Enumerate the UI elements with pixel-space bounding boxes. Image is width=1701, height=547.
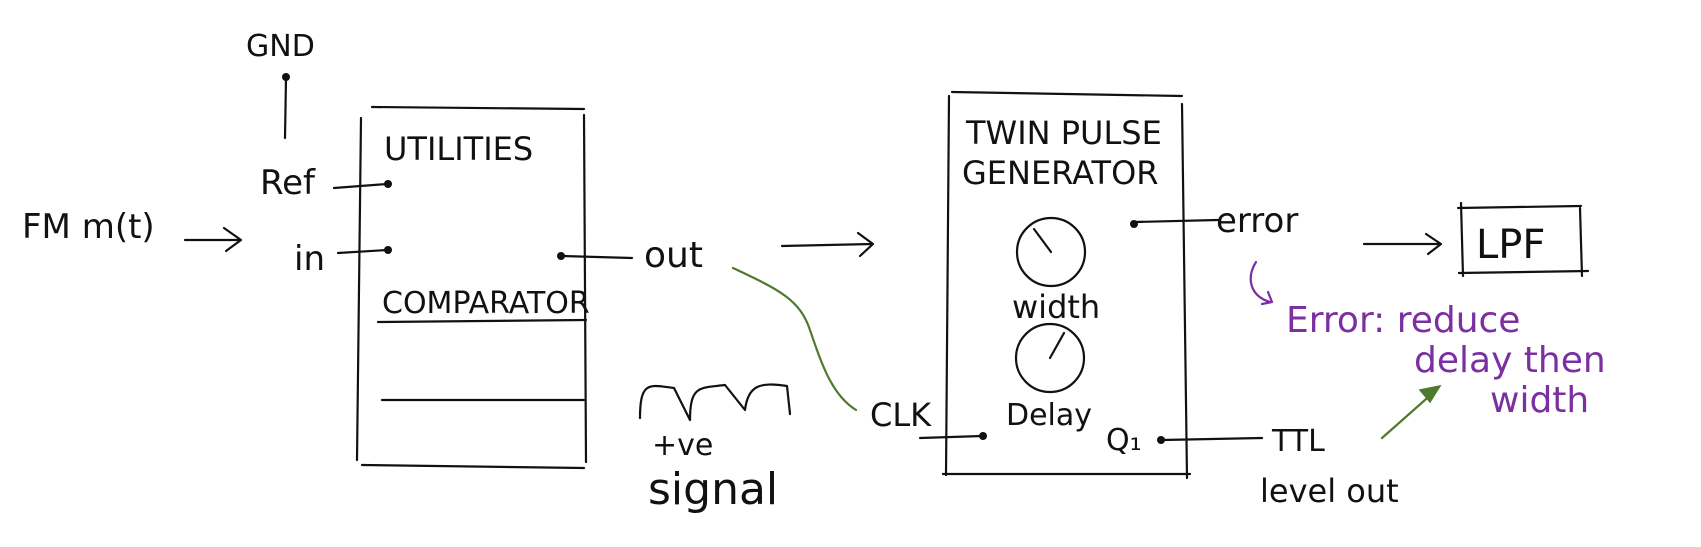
pulse-generator-border [941,90,1192,480]
signal-note-line1: +ve [652,428,713,463]
clk-patch-cable [731,266,858,412]
pulse-generator-module: TWIN PULSE GENERATOR width Delay [941,90,1192,480]
error-port-label: error [1216,201,1298,241]
width-knob-pointer [1032,227,1053,254]
lpf-block: LPF [1456,201,1590,278]
input-signal-label: FM m(t) [22,207,155,247]
comparator-label: COMPARATOR [382,286,590,321]
ttl-note-arrow [1380,390,1436,440]
ref-port-label: Ref [260,163,316,203]
error-note-line3: width [1490,380,1589,421]
clk-port-jack [979,432,987,440]
in-port-jack [384,246,392,254]
delay-knob-label: Delay [1006,398,1092,433]
q1-port-label: Q₁ [1106,423,1142,458]
ttl-label: TTL [1271,424,1325,459]
ref-port-jack [384,180,392,188]
utilities-title: UTILITIES [384,130,533,168]
utilities-module-border [355,105,588,470]
comparator-underline [376,318,588,324]
ttl-note-arrowhead [1418,384,1442,404]
to-lpf-arrow [1362,232,1443,256]
gnd-label: GND [246,29,315,64]
ttl-level-out-label: level out [1260,472,1399,510]
q1-wire [1160,436,1264,442]
utilities-module: UTILITIES COMPARATOR [355,105,590,470]
delay-knob-pointer [1048,331,1066,360]
square-wave-sketch [638,383,792,422]
to-pulse-generator-arrow [780,231,875,258]
clk-wire [918,434,984,440]
error-wire [1133,218,1220,224]
lpf-block-border [1456,201,1590,278]
input-arrow [183,226,243,253]
out-port-label: out [644,235,703,276]
error-note-arrow [1249,260,1274,306]
width-knob [1015,216,1087,288]
lpf-label: LPF [1476,222,1545,268]
signal-note-line2: signal [648,464,778,515]
error-note-line2: delay then [1414,340,1606,381]
error-note-line1: Error: reduce [1286,300,1520,341]
pulse-generator-title-line1: TWIN PULSE [965,114,1162,152]
ref-wire [332,182,389,190]
gnd-wire [283,76,288,140]
width-knob-label: width [1012,288,1100,326]
in-wire [336,248,389,255]
pulse-generator-title-line2: GENERATOR [962,154,1158,192]
delay-knob [1014,322,1086,394]
in-port-label: in [294,239,325,279]
clk-port-label: CLK [870,396,932,434]
out-wire [560,254,634,260]
